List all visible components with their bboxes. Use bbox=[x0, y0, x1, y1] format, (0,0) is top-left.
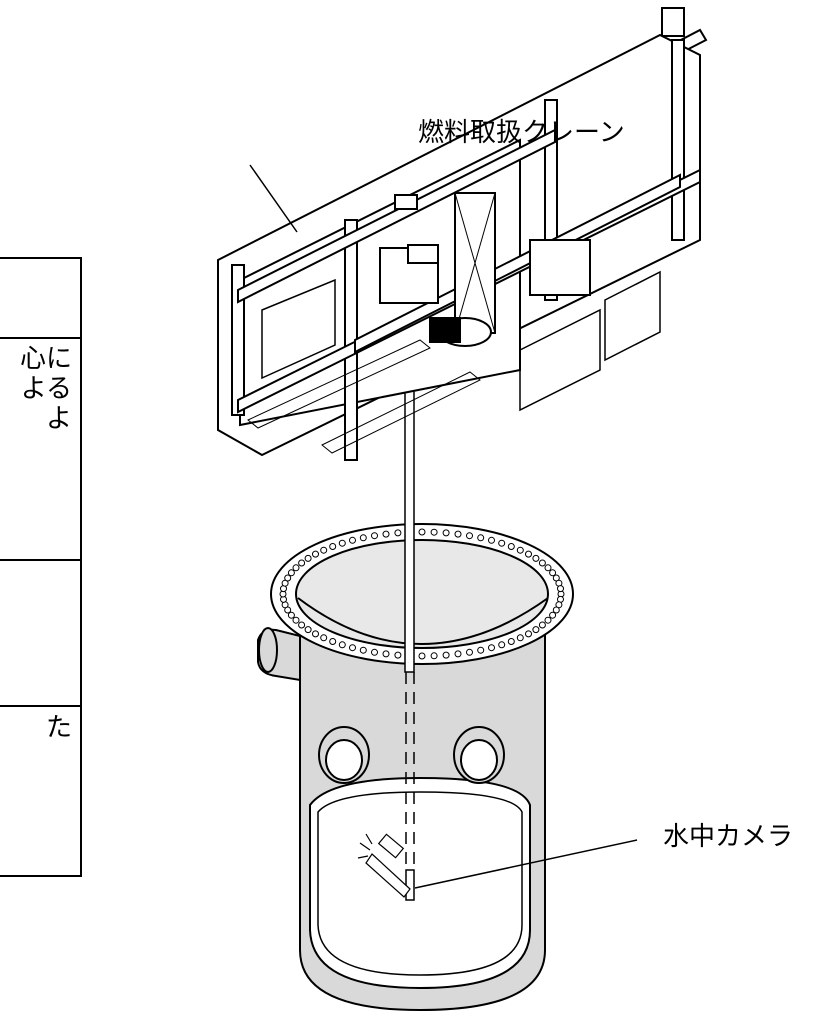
bolt-hole bbox=[394, 529, 402, 537]
bolt-hole bbox=[371, 648, 378, 656]
bolt-hole bbox=[544, 564, 552, 572]
bolt-hole bbox=[507, 543, 515, 550]
bolt-hole bbox=[488, 536, 495, 544]
table-cell-2-text: 心に よる よ bbox=[19, 344, 72, 434]
flange-bolt-holes bbox=[279, 528, 565, 660]
bolt-hole bbox=[525, 550, 532, 558]
table-fragment bbox=[0, 257, 82, 877]
bolt-hole bbox=[382, 530, 390, 538]
bolt-hole bbox=[359, 646, 367, 654]
bolt-hole bbox=[532, 626, 540, 634]
bolt-hole bbox=[430, 528, 438, 536]
bolt-hole bbox=[454, 530, 462, 538]
underwater-camera-label: 水中カメラ bbox=[663, 822, 794, 852]
bolt-hole bbox=[287, 569, 295, 577]
table-cell-4-text: た bbox=[45, 713, 72, 743]
reactor-vessel bbox=[257, 523, 574, 1012]
bolt-hole bbox=[552, 606, 560, 614]
bolt-hole bbox=[549, 569, 557, 577]
bolt-hole bbox=[298, 559, 306, 567]
bolt-hole bbox=[304, 626, 312, 634]
bolt-hole bbox=[544, 616, 552, 624]
bolt-hole bbox=[442, 529, 450, 537]
bolt-hole bbox=[298, 621, 306, 629]
bolt-hole bbox=[466, 648, 473, 656]
bolt-hole bbox=[507, 638, 515, 645]
bolt-hole bbox=[430, 652, 438, 660]
bolt-hole bbox=[454, 650, 462, 658]
bolt-hole bbox=[418, 528, 426, 536]
bolt-hole bbox=[488, 644, 495, 652]
bolt-hole bbox=[284, 574, 292, 582]
bolt-hole bbox=[466, 532, 473, 540]
bolt-hole bbox=[349, 536, 356, 544]
bolt-hole bbox=[312, 630, 319, 638]
fuel-handling-crane bbox=[217, 7, 708, 461]
bolt-hole bbox=[477, 534, 485, 542]
bolt-hole bbox=[538, 621, 546, 629]
bolt-hole bbox=[394, 651, 402, 659]
bolt-hole bbox=[338, 539, 346, 547]
bolt-hole bbox=[525, 630, 532, 638]
bolt-hole bbox=[418, 652, 426, 660]
bolt-hole bbox=[320, 546, 328, 554]
leader-lines bbox=[249, 164, 638, 889]
bolt-hole bbox=[329, 543, 337, 550]
fuel-crane-label: 燃料取扱クレーン bbox=[418, 118, 625, 148]
bolt-hole bbox=[557, 585, 564, 593]
bolt-hole bbox=[320, 634, 328, 642]
bolt-hole bbox=[538, 559, 546, 567]
bolt-hole bbox=[442, 651, 450, 659]
bolt-hole bbox=[292, 564, 300, 572]
bolt-hole bbox=[349, 644, 356, 652]
bolt-hole bbox=[312, 550, 319, 558]
bolt-hole bbox=[477, 646, 485, 654]
bolt-hole bbox=[359, 534, 367, 542]
mast-hidden-line bbox=[405, 672, 415, 870]
bolt-hole bbox=[304, 554, 312, 562]
bolt-hole bbox=[292, 616, 300, 624]
bolt-hole bbox=[532, 554, 540, 562]
bolt-hole bbox=[371, 532, 378, 540]
bolt-hole bbox=[516, 546, 524, 554]
bolt-hole bbox=[498, 539, 506, 547]
bolt-hole bbox=[516, 634, 524, 642]
bolt-hole bbox=[287, 611, 295, 619]
bolt-hole bbox=[549, 611, 557, 619]
bolt-hole bbox=[382, 650, 390, 658]
bolt-hole bbox=[338, 641, 346, 649]
underwater-camera bbox=[357, 833, 411, 898]
bolt-hole bbox=[498, 641, 506, 649]
bolt-hole bbox=[329, 638, 337, 645]
